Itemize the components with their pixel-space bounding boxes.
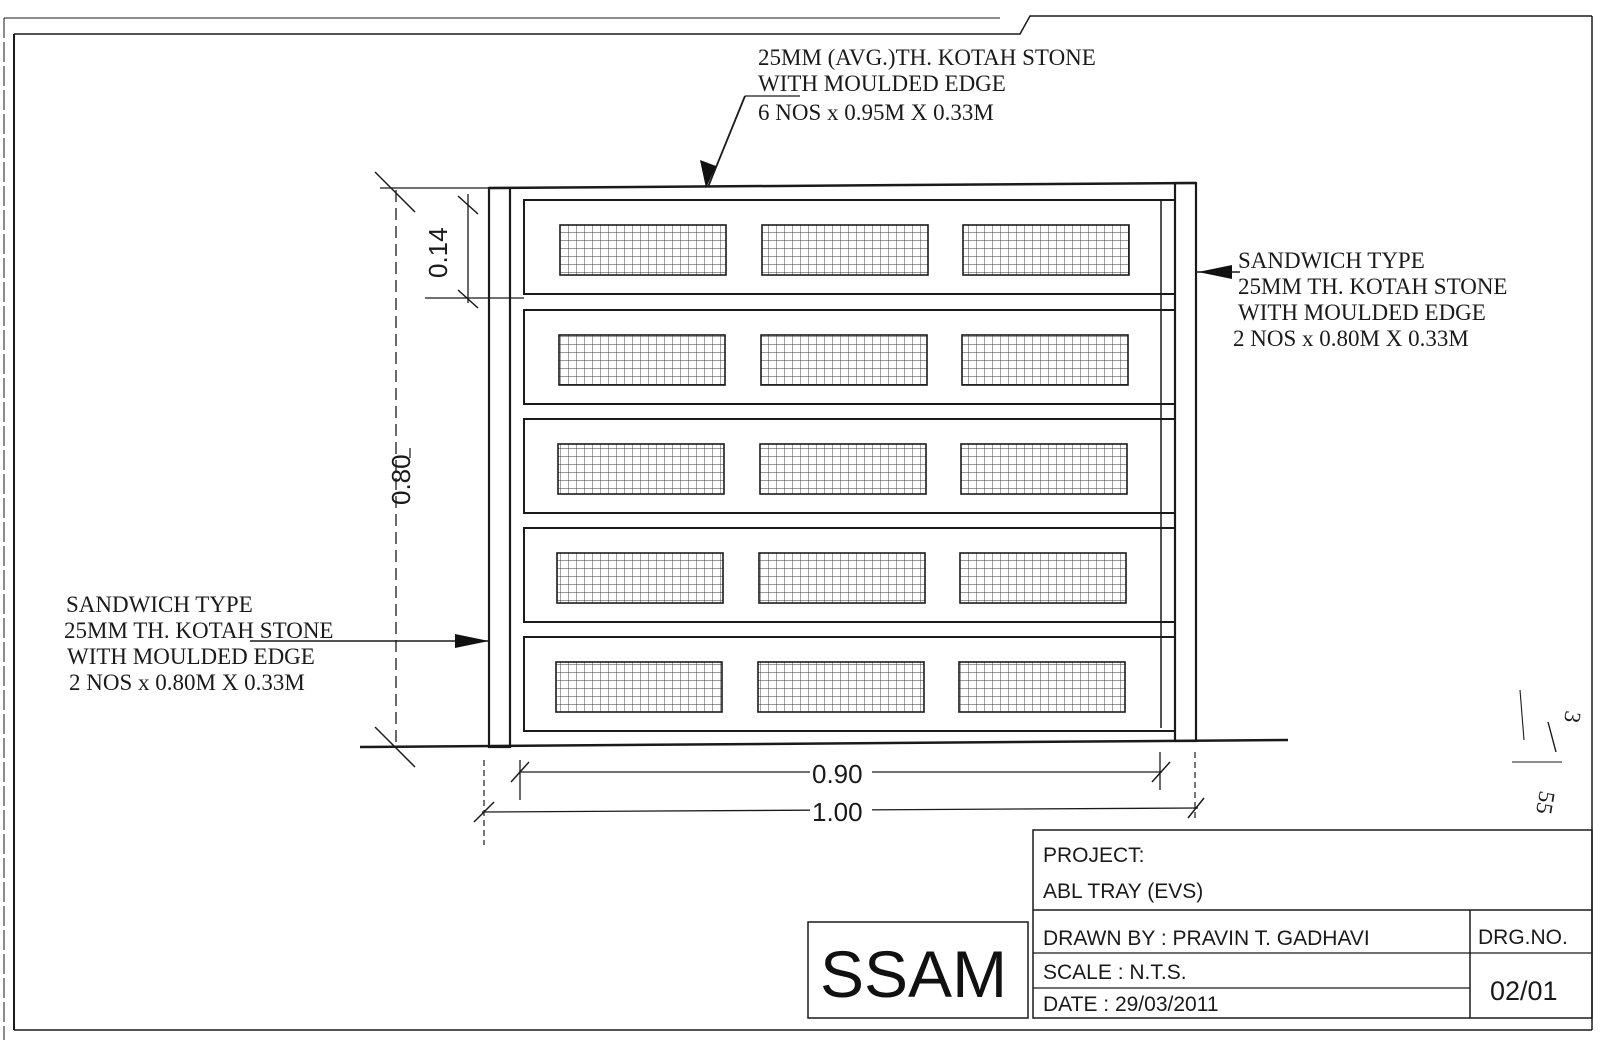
mesh-panel	[959, 552, 1127, 604]
mesh-panel	[757, 661, 925, 713]
dimension-shelf	[425, 194, 524, 309]
mesh-panel	[557, 443, 725, 495]
note-top: 25MM (AVG.)TH. KOTAH STONE WITH MOULDED …	[758, 45, 1102, 125]
note-left-line1: SANDWICH TYPE	[66, 592, 253, 617]
dim-total-height: 0.80	[386, 454, 416, 505]
mesh-panel	[555, 661, 723, 713]
title-block	[807, 829, 1593, 1019]
mesh-panel	[760, 334, 928, 386]
mesh-panels	[555, 224, 1130, 713]
note-left: SANDWICH TYPE 25MM TH. KOTAH STONE WITH …	[64, 592, 339, 695]
mesh-panel	[958, 661, 1126, 713]
mesh-panel	[558, 334, 726, 386]
note-top-line1: 25MM (AVG.)TH. KOTAH STONE	[758, 45, 1096, 70]
dim-total-width: 1.00	[812, 797, 863, 827]
mesh-panel	[962, 224, 1130, 276]
note-top-line3: 6 NOS x 0.95M X 0.33M	[758, 100, 994, 125]
mesh-panel	[761, 224, 929, 276]
leader-right	[1196, 265, 1240, 279]
drawing-number: 02/01	[1490, 976, 1558, 1006]
note-right-line2: 25MM TH. KOTAH STONE	[1238, 274, 1508, 299]
shelf-3	[523, 418, 1176, 514]
note-left-line4: 2 NOS x 0.80M X 0.33M	[69, 670, 305, 695]
project-label: PROJECT:	[1043, 844, 1145, 867]
note-left-line3: WITH MOULDED EDGE	[67, 644, 315, 669]
dimension-height	[374, 171, 489, 768]
note-right-line1: SANDWICH TYPE	[1238, 248, 1425, 273]
shelf-5	[523, 636, 1176, 732]
leader-top	[700, 95, 800, 188]
note-right: SANDWICH TYPE 25MM TH. KOTAH STONE WITH …	[1233, 248, 1513, 351]
drawing-number-label: DRG.NO.	[1478, 926, 1568, 949]
note-top-line2: WITH MOULDED EDGE	[758, 71, 1006, 96]
mesh-panel	[559, 224, 727, 276]
margin-marks	[1512, 689, 1562, 763]
mesh-panel	[960, 443, 1128, 495]
leader-left	[250, 634, 489, 648]
mesh-panel	[758, 552, 926, 604]
mesh-panel	[556, 552, 724, 604]
note-right-line4: 2 NOS x 0.80M X 0.33M	[1233, 326, 1469, 351]
company-logo: SSAM	[820, 937, 1007, 1011]
margin-mark-1: 3	[1559, 709, 1586, 725]
scale: SCALE : N.T.S.	[1043, 961, 1187, 984]
dim-shelf-height: 0.14	[423, 227, 453, 278]
dim-inner-width: 0.90	[812, 759, 863, 789]
shelf-2	[523, 309, 1176, 405]
note-right-line3: WITH MOULDED EDGE	[1238, 300, 1486, 325]
sheet-border	[3, 15, 1593, 1040]
shelf-1	[523, 199, 1176, 295]
tray-frame	[359, 181, 1289, 749]
shelf-4	[523, 527, 1176, 623]
project-name: ABL TRAY (EVS)	[1043, 880, 1203, 903]
note-left-line2: 25MM TH. KOTAH STONE	[64, 618, 334, 643]
drawn-by: DRAWN BY : PRAVIN T. GADHAVI	[1043, 927, 1370, 950]
date: DATE : 29/03/2011	[1043, 993, 1219, 1016]
mesh-panel	[759, 443, 927, 495]
mesh-panel	[961, 334, 1129, 386]
margin-mark-2: 55	[1531, 789, 1560, 816]
